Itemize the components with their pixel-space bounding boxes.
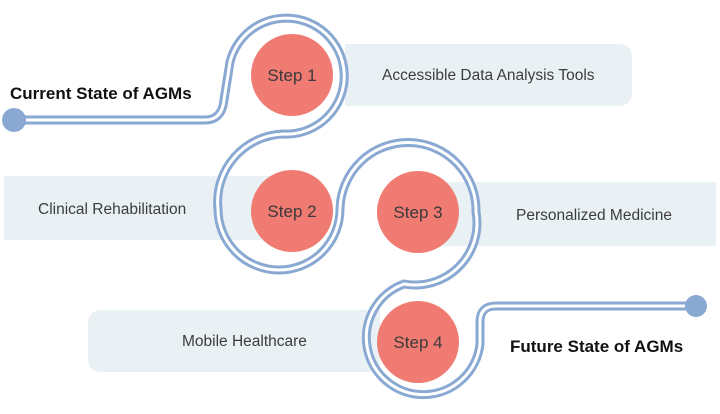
step-1-label: Step 1 bbox=[267, 66, 316, 85]
step-4-circle bbox=[377, 301, 459, 383]
step-2-description: Clinical Rehabilitation bbox=[38, 201, 186, 218]
step-1-circle bbox=[251, 34, 333, 116]
start-dot bbox=[2, 108, 26, 132]
banner-step-4 bbox=[88, 310, 380, 372]
step-2-label: Step 2 bbox=[267, 202, 316, 221]
current-state-label: Current State of AGMs bbox=[10, 84, 192, 103]
banner-step-1 bbox=[345, 44, 632, 106]
banner-step-3 bbox=[440, 182, 716, 246]
step-4-label: Step 4 bbox=[393, 333, 442, 352]
step-3-label: Step 3 bbox=[393, 203, 442, 222]
step-2-circle bbox=[251, 170, 333, 252]
step-1-description: Accessible Data Analysis Tools bbox=[382, 67, 595, 84]
step-3-circle bbox=[377, 171, 459, 253]
step-3-description: Personalized Medicine bbox=[516, 207, 672, 224]
future-state-label: Future State of AGMs bbox=[510, 337, 683, 356]
end-dot bbox=[685, 295, 707, 317]
winding-path bbox=[9, 13, 701, 400]
step-4-description: Mobile Healthcare bbox=[182, 333, 307, 350]
